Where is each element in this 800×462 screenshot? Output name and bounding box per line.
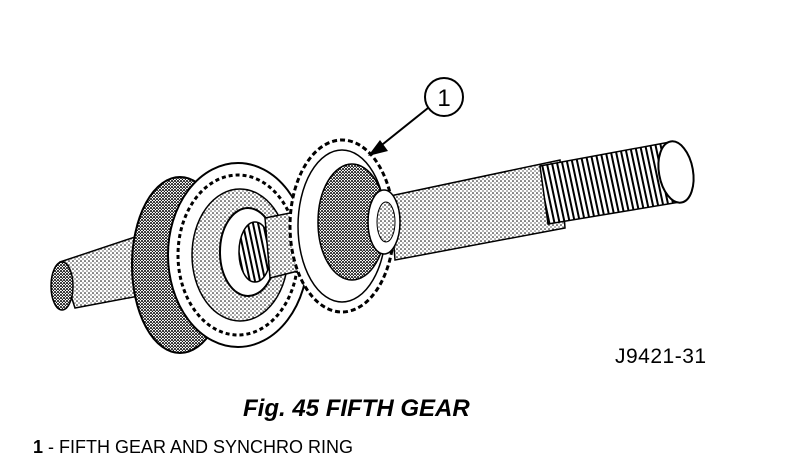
fifth-gear <box>288 138 401 314</box>
callout-1: 1 <box>368 77 464 156</box>
splined-shaft-end <box>539 140 695 225</box>
legend-number: 1 <box>33 437 44 457</box>
legend-item: 1 - FIFTH GEAR AND SYNCHRO RING <box>33 437 353 458</box>
callout-number: 1 <box>437 85 450 112</box>
legend-text: - FIFTH GEAR AND SYNCHRO RING <box>43 437 354 457</box>
figure-code: J9421-31 <box>615 345 707 368</box>
figure-caption: Fig. 45 FIFTH GEAR <box>243 395 470 422</box>
